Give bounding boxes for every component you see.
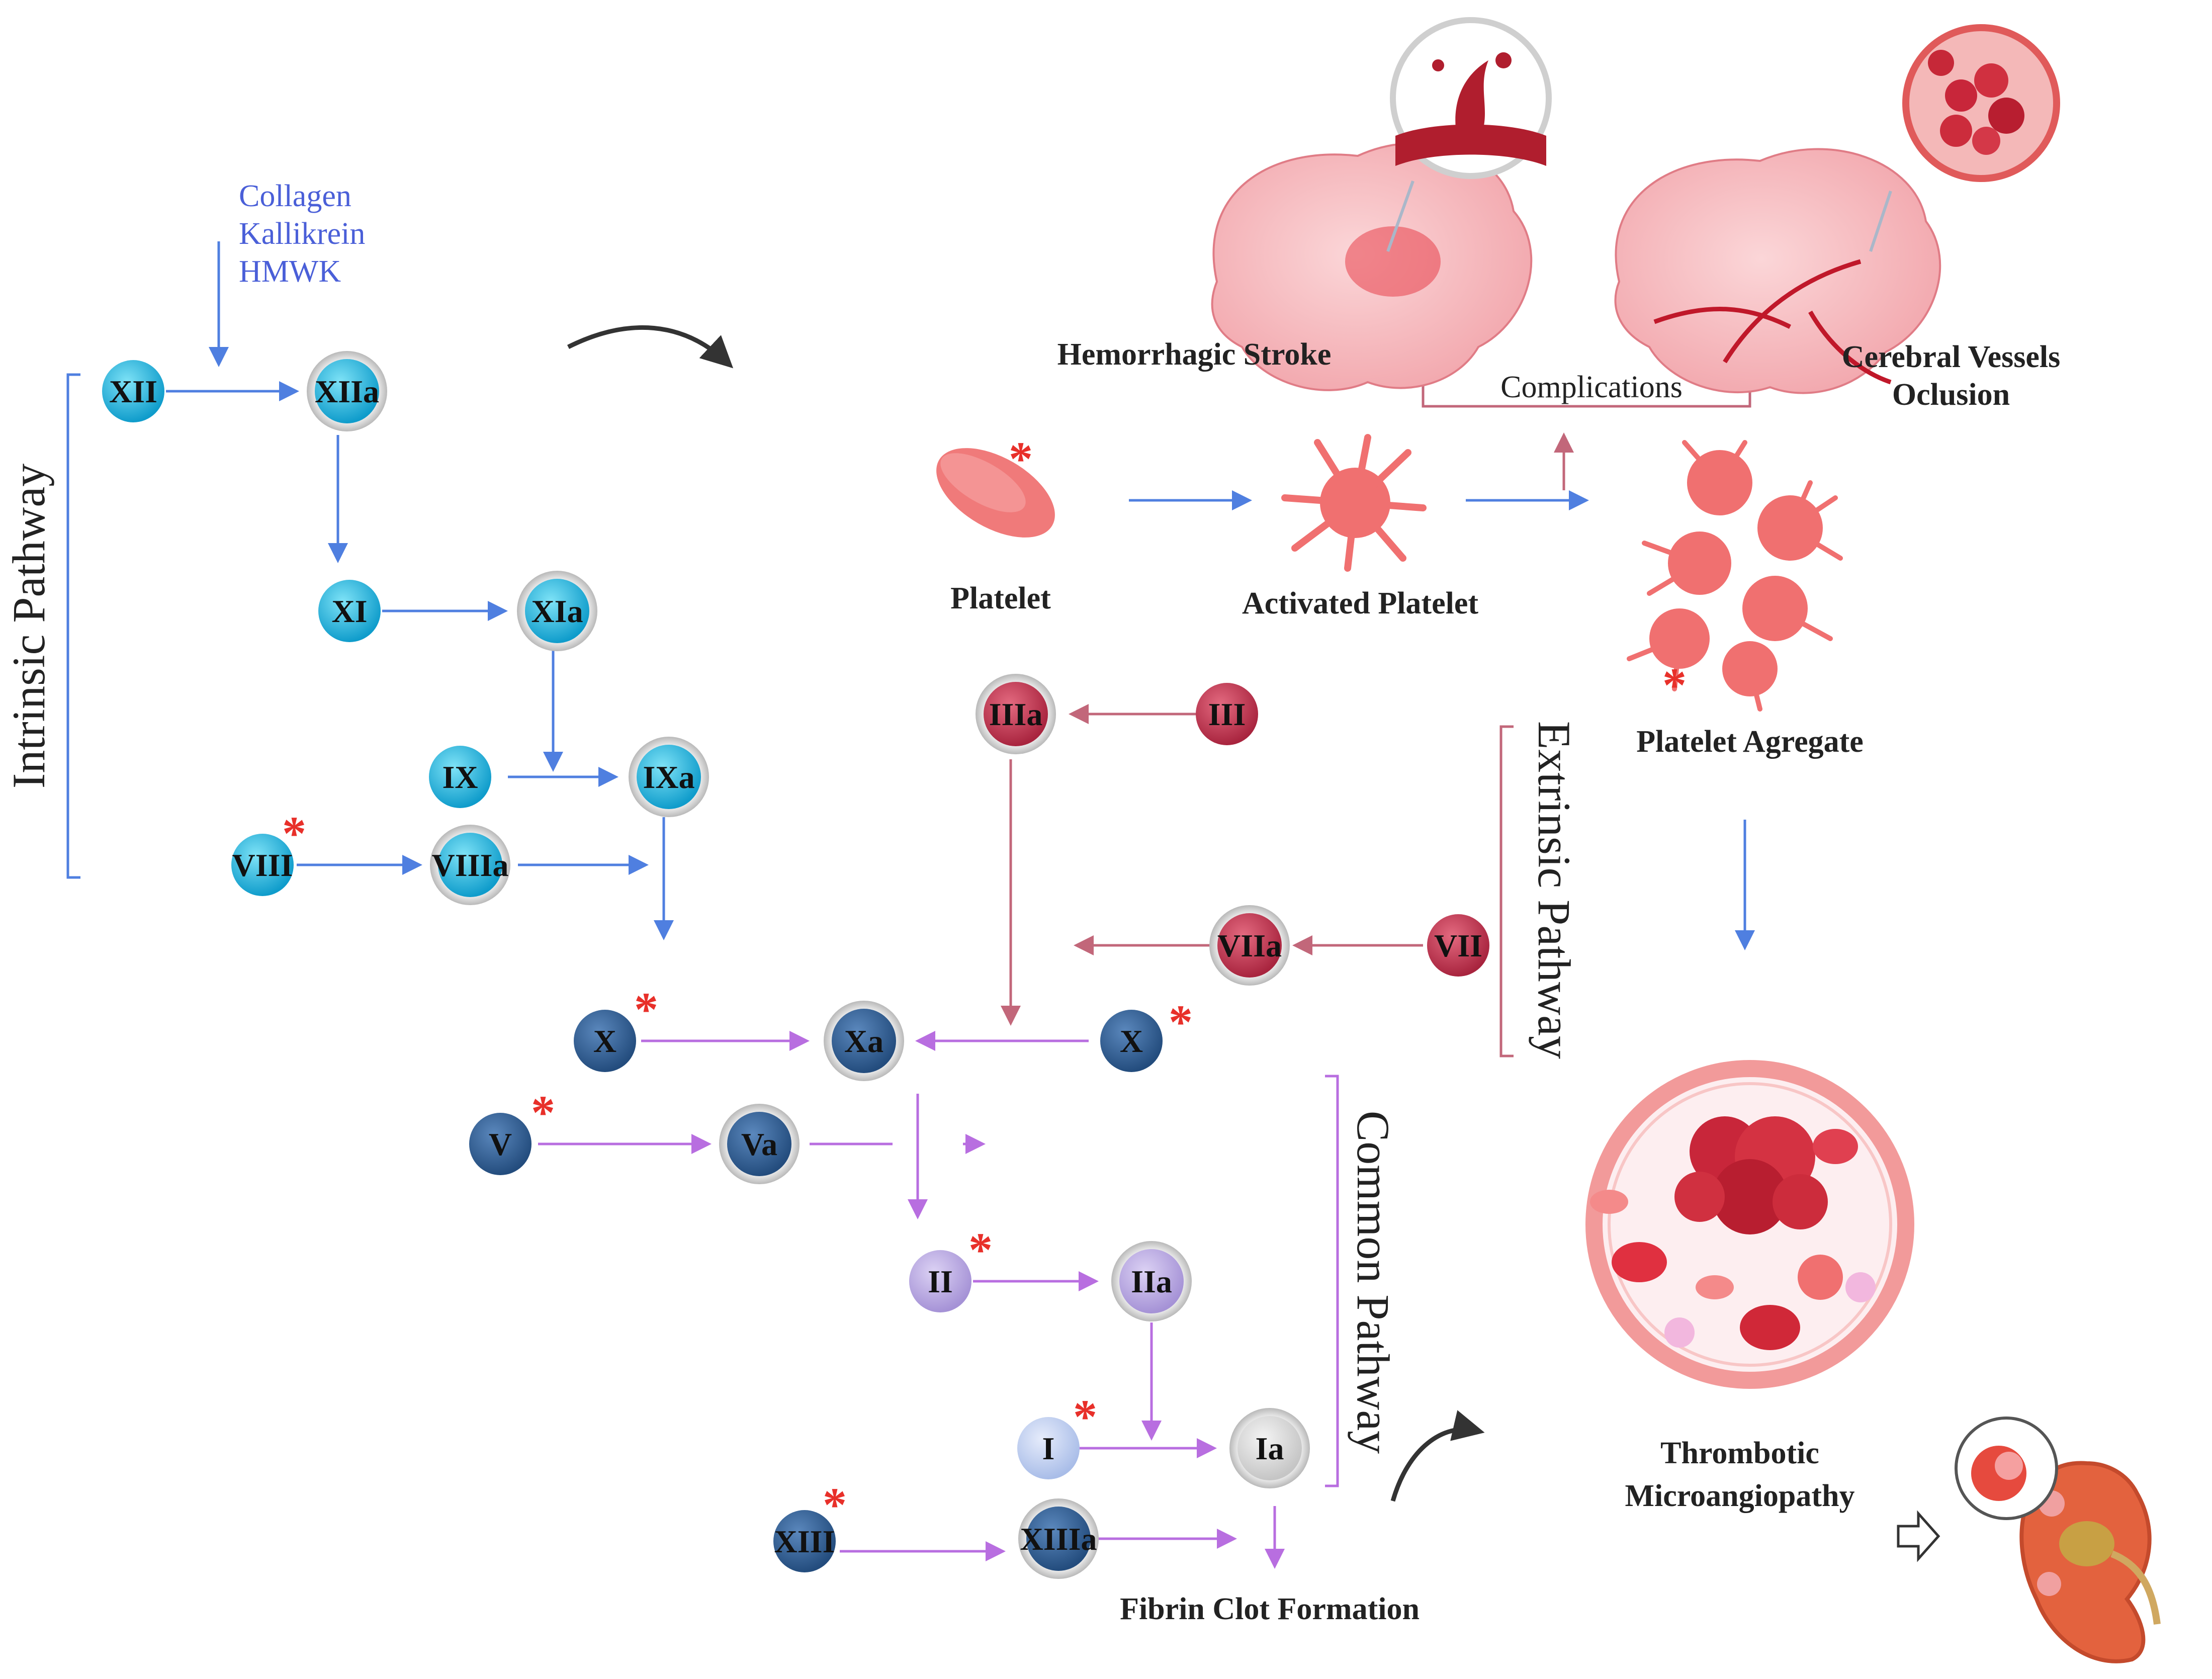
node-XIIIa: XIIIa bbox=[1018, 1498, 1099, 1579]
intrinsic-bracket bbox=[66, 373, 80, 879]
platelet-label: Platelet bbox=[950, 581, 1051, 615]
svg-text:*: * bbox=[282, 807, 306, 860]
node-Va: Va bbox=[719, 1104, 800, 1184]
svg-text:Ia: Ia bbox=[1256, 1431, 1284, 1466]
svg-text:XIII: XIII bbox=[774, 1524, 835, 1559]
node-VII: VII bbox=[1427, 914, 1489, 977]
tma-label-1: Thrombotic bbox=[1660, 1436, 1819, 1470]
cerebral-occlusion-label-1: Cerebral Vessels bbox=[1842, 340, 2061, 374]
svg-text:*: * bbox=[1073, 1390, 1097, 1444]
node-III: III bbox=[1196, 683, 1258, 745]
platelet-image: * bbox=[936, 432, 1055, 538]
svg-text:*: * bbox=[1009, 432, 1033, 486]
node-V: V* bbox=[469, 1086, 555, 1175]
node-II: II * bbox=[909, 1223, 993, 1312]
thrombotic-microangiopathy-image bbox=[1585, 1060, 1914, 1389]
svg-text:IXa: IXa bbox=[643, 759, 694, 795]
svg-text:XIIa: XIIa bbox=[315, 374, 379, 409]
node-Ia: Ia bbox=[1229, 1408, 1310, 1488]
node-X-left: X* bbox=[574, 983, 658, 1072]
svg-text:*: * bbox=[968, 1223, 993, 1277]
activator-collagen: Collagen bbox=[239, 179, 351, 213]
activated-platelet-image bbox=[1281, 434, 1427, 572]
fibrin-clot-label: Fibrin Clot Formation bbox=[1120, 1592, 1420, 1626]
svg-text:XII: XII bbox=[109, 374, 157, 409]
svg-text:*: * bbox=[823, 1478, 847, 1532]
svg-text:XIa: XIa bbox=[531, 593, 583, 629]
aggregate-star: * bbox=[1662, 658, 1687, 712]
node-XII: XII bbox=[102, 360, 164, 422]
node-XI: XI bbox=[318, 580, 381, 642]
common-pathway-label: Common Pathway bbox=[1348, 1111, 1399, 1454]
common-bracket bbox=[1325, 1075, 1339, 1487]
node-X-right: X* bbox=[1100, 995, 1193, 1072]
node-IIa: IIa bbox=[1111, 1241, 1192, 1321]
intrinsic-activators: Collagen Kallikrein HMWK bbox=[239, 179, 365, 289]
intrinsic-pathway-label: Intrinsic Pathway bbox=[3, 464, 54, 788]
platelet-aggregate-label: Platelet Agregate bbox=[1636, 725, 1864, 759]
common-arrows bbox=[538, 1031, 1285, 1569]
node-IXa: IXa bbox=[629, 737, 709, 817]
platelet-aggregate-image bbox=[1627, 440, 1843, 712]
extrinsic-bracket bbox=[1499, 725, 1514, 1057]
node-IX: IX bbox=[429, 746, 491, 808]
node-XIII: XIII* bbox=[773, 1478, 847, 1572]
activated-platelet-label: Activated Platelet bbox=[1242, 586, 1478, 621]
svg-text:IIIa: IIIa bbox=[989, 696, 1043, 732]
svg-text:III: III bbox=[1208, 696, 1246, 732]
extrinsic-arrows bbox=[1001, 382, 1751, 1026]
node-IIIa: IIIa bbox=[976, 674, 1056, 754]
svg-text:Xa: Xa bbox=[844, 1023, 883, 1059]
extrinsic-pathway-label: Extrinsic Pathway bbox=[1529, 721, 1580, 1059]
node-VIIIa: VIIIa bbox=[430, 825, 510, 905]
svg-text:VII: VII bbox=[1434, 928, 1482, 963]
svg-text:IIa: IIa bbox=[1131, 1264, 1172, 1299]
cerebral-occlusion-label-2: Oclusion bbox=[1892, 378, 2010, 412]
node-XIa: XIa bbox=[517, 571, 597, 651]
svg-text:IX: IX bbox=[442, 759, 478, 795]
svg-text:X: X bbox=[593, 1023, 616, 1059]
svg-text:II: II bbox=[928, 1264, 953, 1299]
svg-text:VIIIa: VIIIa bbox=[432, 847, 509, 883]
svg-text:I: I bbox=[1042, 1431, 1055, 1466]
activator-hmwk: HMWK bbox=[239, 254, 341, 289]
node-VIIa: VIIa bbox=[1209, 905, 1290, 986]
curved-arrow-top bbox=[567, 325, 734, 369]
curved-arrow-bottom bbox=[1390, 1410, 1485, 1502]
svg-text:X: X bbox=[1120, 1023, 1143, 1059]
svg-text:*: * bbox=[1169, 995, 1193, 1049]
node-Xa: Xa bbox=[824, 1001, 904, 1081]
svg-text:V: V bbox=[489, 1126, 512, 1162]
hollow-arrow-icon bbox=[1897, 1510, 1940, 1562]
node-I: I* bbox=[1017, 1390, 1097, 1479]
brain-hemorrhagic-image bbox=[1211, 17, 1552, 391]
svg-text:VIII: VIII bbox=[232, 847, 293, 883]
activator-kallikrein: Kallikrein bbox=[239, 217, 365, 251]
node-VIII: VIII* bbox=[231, 807, 306, 896]
node-XIIa: XIIa bbox=[307, 351, 387, 431]
svg-text:VIIa: VIIa bbox=[1217, 928, 1282, 963]
svg-text:*: * bbox=[531, 1086, 555, 1139]
hemorrhagic-stroke-label: Hemorrhagic Stroke bbox=[1057, 337, 1332, 372]
svg-text:XIIIa: XIIIa bbox=[1020, 1521, 1097, 1557]
tma-label-2: Microangiopathy bbox=[1625, 1479, 1855, 1513]
kidney-image bbox=[1955, 1417, 2161, 1663]
intrinsic-arrows bbox=[166, 241, 1755, 950]
complications-label: Complications bbox=[1500, 370, 1683, 404]
svg-text:Va: Va bbox=[741, 1126, 777, 1162]
svg-text:*: * bbox=[634, 983, 658, 1036]
brain-occlusion-image bbox=[1614, 24, 2060, 394]
svg-text:XI: XI bbox=[331, 593, 367, 629]
